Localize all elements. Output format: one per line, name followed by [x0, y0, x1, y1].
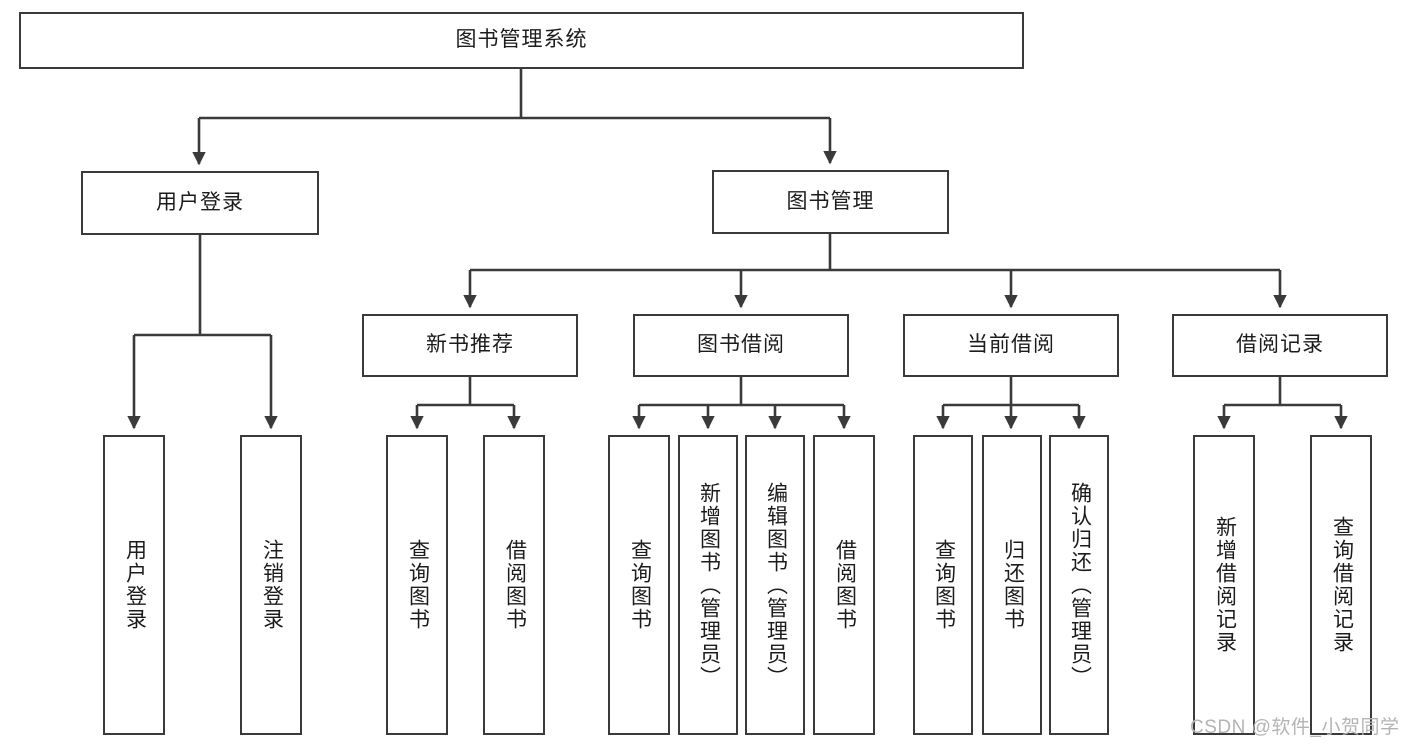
node-leaf-user-login[interactable]: 用户登录	[103, 435, 165, 735]
node-label: 用户登录	[156, 190, 244, 214]
node-label: 图书管理	[786, 189, 875, 213]
node-label: 用户登录	[123, 539, 147, 631]
node-book-borrow[interactable]: 图书借阅	[633, 314, 849, 377]
node-label: 编辑图书（管理员）	[764, 481, 788, 689]
node-label: 新书推荐	[426, 333, 514, 357]
node-leaf-borrow-book-borrow[interactable]: 借阅图书	[813, 435, 875, 735]
node-label: 借阅图书	[833, 539, 857, 631]
node-label: 查询图书	[932, 539, 956, 631]
node-leaf-user-logout[interactable]: 注销登录	[240, 435, 302, 735]
node-leaf-query-book-recommend[interactable]: 查询图书	[386, 435, 448, 735]
node-leaf-query-book-borrow[interactable]: 查询图书	[608, 435, 670, 735]
node-leaf-query-book-current[interactable]: 查询图书	[913, 435, 973, 735]
node-new-book-recommend[interactable]: 新书推荐	[362, 314, 578, 377]
node-user-login[interactable]: 用户登录	[81, 171, 319, 235]
node-label: 图书借阅	[697, 333, 785, 357]
node-label: 归还图书	[1001, 539, 1025, 631]
node-book-manage[interactable]: 图书管理	[712, 170, 949, 234]
node-leaf-query-borrow-record[interactable]: 查询借阅记录	[1310, 435, 1372, 735]
node-label: 借阅图书	[503, 539, 527, 631]
node-leaf-confirm-return-admin[interactable]: 确认归还（管理员）	[1049, 435, 1109, 735]
node-leaf-add-book-admin[interactable]: 新增图书（管理员）	[678, 435, 738, 735]
node-label: 新增图书（管理员）	[697, 481, 721, 689]
node-label: 查询图书	[628, 539, 652, 631]
node-leaf-add-borrow-record[interactable]: 新增借阅记录	[1193, 435, 1255, 735]
node-borrow-record[interactable]: 借阅记录	[1172, 314, 1388, 377]
node-label: 注销登录	[260, 539, 284, 631]
node-leaf-edit-book-admin[interactable]: 编辑图书（管理员）	[745, 435, 805, 735]
node-root-system[interactable]: 图书管理系统	[19, 12, 1024, 69]
node-leaf-borrow-book-recommend[interactable]: 借阅图书	[483, 435, 545, 735]
node-label: 当前借阅	[967, 333, 1055, 357]
node-label: 新增借阅记录	[1213, 516, 1237, 654]
node-label: 查询图书	[406, 539, 430, 631]
node-label: 确认归还（管理员）	[1068, 481, 1092, 689]
node-label: 借阅记录	[1236, 333, 1324, 357]
csdn-watermark: CSDN @软件_小贺同学	[1190, 717, 1400, 738]
node-leaf-return-book[interactable]: 归还图书	[982, 435, 1042, 735]
node-current-borrow[interactable]: 当前借阅	[903, 314, 1119, 377]
node-label: 图书管理系统	[455, 28, 588, 52]
node-label: 查询借阅记录	[1330, 516, 1354, 654]
